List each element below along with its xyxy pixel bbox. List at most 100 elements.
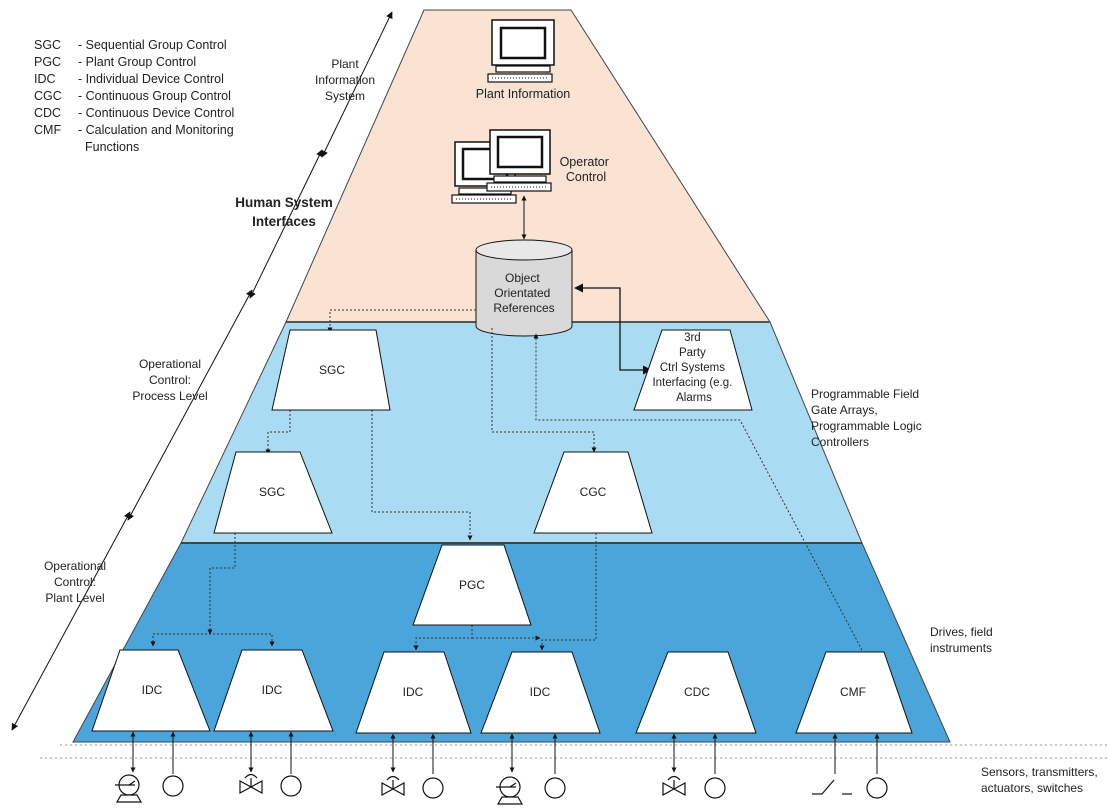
pump-icon	[496, 776, 524, 805]
label-line: Human System	[235, 195, 333, 210]
axis-segment-hsi	[249, 149, 323, 299]
legend-item: CMF - Calculation and Monitoring	[34, 123, 234, 137]
database-icon	[475, 239, 573, 337]
label-line: Operational	[138, 357, 202, 371]
sensor-circle-icon	[162, 775, 184, 797]
idc-block-4	[480, 651, 601, 734]
axis-segment-information	[321, 11, 393, 158]
computer-icon	[487, 19, 555, 83]
pump-icon	[115, 774, 143, 803]
axis-segment-process	[127, 289, 253, 521]
legend-abbr: CGC	[34, 89, 62, 103]
idc-block-1	[91, 649, 211, 732]
cgc-to-idc-path	[539, 533, 597, 651]
sensor-circle-icon	[280, 775, 302, 797]
drives-label: Drives, field instruments	[930, 624, 993, 656]
sensor-circle-icon	[704, 777, 726, 799]
label-line: Control:	[53, 575, 97, 589]
database-label: Object Orientated References	[493, 271, 554, 315]
legend-abbr: CDC	[34, 106, 62, 120]
label-line: Controllers	[811, 435, 870, 449]
label-line: Programmable Logic	[811, 419, 922, 433]
pgc-block	[412, 544, 532, 626]
plant-level-label: Operational Control: Plant Level	[25, 558, 125, 606]
cdc-label: CDC	[684, 685, 710, 699]
third-party-block	[633, 329, 753, 411]
label-line: Control:	[148, 373, 192, 387]
label-line: Information	[314, 73, 376, 87]
pgc-label: PGC	[459, 578, 485, 592]
valve-icon	[381, 775, 405, 797]
label-line: instruments	[930, 641, 993, 655]
third-party-label: 3rd Party Ctrl Systems Interfacing (e.g.…	[652, 332, 735, 404]
label-line: actuators, switches	[981, 781, 1084, 795]
legend-item: CGC - Continuous Group Control	[34, 89, 231, 103]
fpga-plc-label: Programmable Field Gate Arrays, Programm…	[811, 386, 922, 450]
idc-label-3: IDC	[403, 685, 424, 699]
axis-segment-plant	[11, 511, 131, 731]
sgc-to-sgc-path	[265, 410, 291, 455]
legend-item: CDC - Continuous Device Control	[34, 106, 234, 120]
idc-label-4: IDC	[530, 685, 551, 699]
plant-information-system-label: Plant Information System	[305, 56, 385, 104]
field-connectors	[130, 731, 880, 774]
legend-text: - Calculation and Monitoring	[78, 123, 234, 137]
sgc-lower-block	[213, 451, 333, 534]
legend-item: IDC - Individual Device Control	[34, 72, 224, 86]
sensors-label: Sensors, transmitters, actuators, switch…	[981, 764, 1098, 796]
cgc-block	[533, 451, 653, 534]
valve-icon	[239, 773, 263, 795]
legend-text: - Individual Device Control	[78, 72, 224, 86]
sgc-lower-label: SGC	[259, 485, 285, 499]
switch-icon	[812, 779, 852, 795]
legend-text: - Continuous Group Control	[78, 89, 231, 103]
legend-abbr: PGC	[34, 55, 62, 69]
label-line: Plant Level	[45, 591, 105, 605]
label-line: Operational	[43, 559, 107, 573]
sgc-to-pgc-path	[371, 410, 473, 541]
db-to-cgc-path	[491, 328, 597, 453]
cdc-block	[635, 651, 757, 734]
label-line: Sensors, transmitters,	[981, 765, 1098, 779]
valve-icon	[662, 775, 686, 797]
cmf-label: CMF	[840, 685, 866, 699]
sgc-to-idc-path	[207, 533, 236, 635]
legend-text: - Plant Group Control	[78, 55, 197, 69]
cgc-label: CGC	[580, 485, 607, 499]
operator-control-label: Operator Control	[560, 155, 613, 184]
legend-item: SGC - Sequential Group Control	[34, 38, 227, 52]
label-line: Gate Arrays,	[811, 403, 878, 417]
legend-abbr: IDC	[34, 72, 56, 86]
idc-label-1: IDC	[142, 683, 163, 697]
idc-label-2: IDC	[262, 683, 283, 697]
cmf-block	[795, 651, 913, 734]
pgc-to-idc-path	[413, 625, 473, 651]
db-to-sgc-path	[327, 309, 476, 333]
label-line: System	[324, 89, 365, 103]
sensor-circle-icon	[544, 777, 566, 799]
legend-abbr: CMF	[34, 123, 62, 137]
sensor-circle-icon	[422, 777, 444, 799]
human-system-interfaces-label: Human System Interfaces	[210, 193, 358, 231]
label-line: Drives, field	[930, 625, 993, 639]
idc-split-left	[150, 633, 275, 647]
label-line: Programmable Field	[811, 387, 920, 401]
label-line: Process Level	[132, 389, 208, 403]
legend-text: - Continuous Device Control	[78, 106, 235, 120]
idc-block-3	[355, 651, 472, 734]
label-line: Plant	[331, 57, 359, 71]
sgc-upper-block	[271, 329, 391, 411]
legend-abbr: SGC	[34, 38, 62, 52]
legend-text: - Sequential Group Control	[78, 38, 227, 52]
legend-continuation: Functions	[85, 140, 140, 154]
db-third-party-link	[574, 283, 652, 375]
legend-item: PGC - Plant Group Control	[34, 55, 196, 69]
sensor-circle-icon	[866, 777, 888, 799]
plant-information-label: Plant Information	[476, 87, 571, 101]
process-level-label: Operational Control: Process Level	[120, 356, 220, 404]
idc-block-2	[213, 649, 334, 732]
label-line: Interfaces	[252, 214, 316, 229]
computer-icon	[486, 129, 552, 192]
sgc-upper-label: SGC	[319, 363, 345, 377]
